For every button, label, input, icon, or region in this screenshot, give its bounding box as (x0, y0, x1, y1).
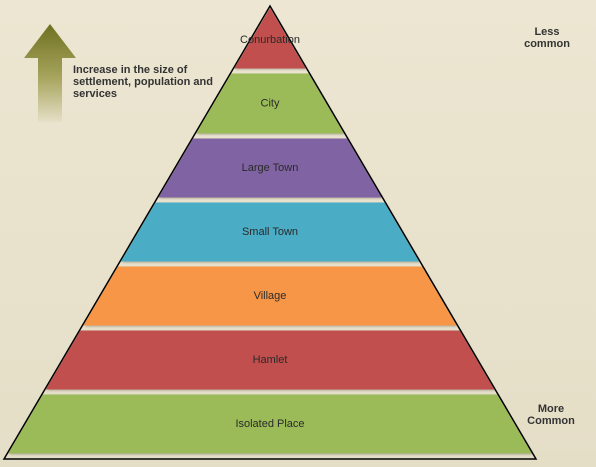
pyramid-outline (2, 4, 538, 460)
increase-size-text: Increase in the size of settlement, popu… (73, 64, 213, 100)
tier-label: Isolated Place (235, 418, 304, 430)
tier-label: Conurbation (240, 34, 300, 46)
tier-city (196, 73, 344, 134)
tier-village (83, 266, 457, 326)
less-common-label: Less common (524, 26, 570, 50)
tier-isolated-place (8, 394, 532, 454)
tier-label: Hamlet (253, 354, 288, 366)
tier-label: Large Town (242, 162, 299, 174)
up-arrow-icon (24, 24, 76, 122)
tier-large-town (158, 138, 382, 198)
tier-label: Village (254, 290, 287, 302)
more-common-label: More Common (527, 403, 575, 427)
tier-small-town (120, 202, 420, 262)
tier-label: City (261, 97, 280, 109)
tier-label: Small Town (242, 226, 298, 238)
tier-hamlet (45, 330, 495, 390)
tier-conurbation (234, 8, 306, 69)
